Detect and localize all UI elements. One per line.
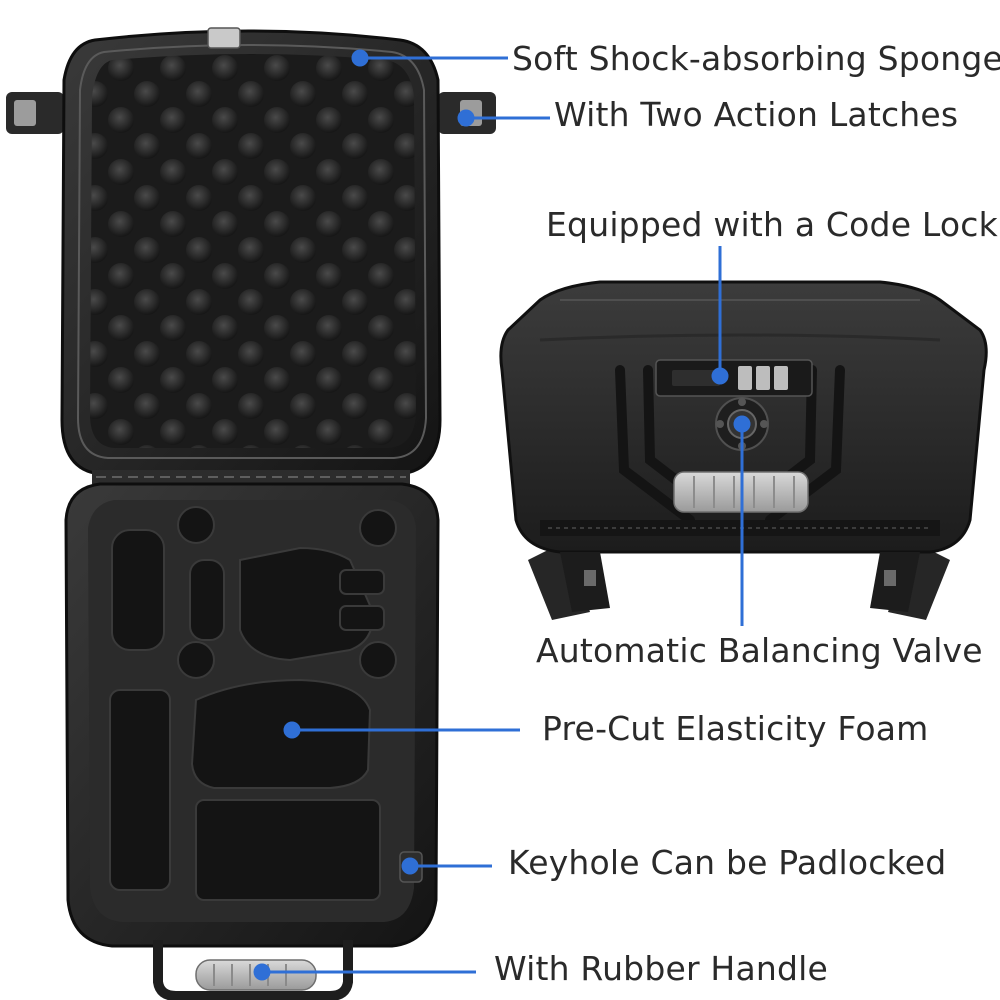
callout-valve: Automatic Balancing Valve: [536, 631, 983, 670]
code-lock: [655, 359, 813, 397]
code-dials: [738, 366, 788, 390]
case-back-view: [499, 280, 988, 620]
bottom-handle: [153, 940, 353, 1000]
foam-cutouts: [109, 506, 397, 901]
open-case: [6, 27, 496, 1000]
callout-latches: With Two Action Latches: [554, 95, 959, 134]
callout-handle: With Rubber Handle: [494, 949, 829, 988]
callout-foam: Pre-Cut Elasticity Foam: [542, 709, 929, 748]
egg-crate-sponge: [90, 54, 416, 448]
callout-keyhole: Keyhole Can be Padlocked: [508, 843, 947, 882]
callout-pointers: [253, 49, 751, 981]
callout-code-lock: Equipped with a Code Lock: [546, 205, 998, 244]
callout-sponge: Soft Shock-absorbing Sponge: [512, 39, 1000, 78]
top-clip: [207, 27, 241, 49]
hinge: [92, 470, 410, 484]
